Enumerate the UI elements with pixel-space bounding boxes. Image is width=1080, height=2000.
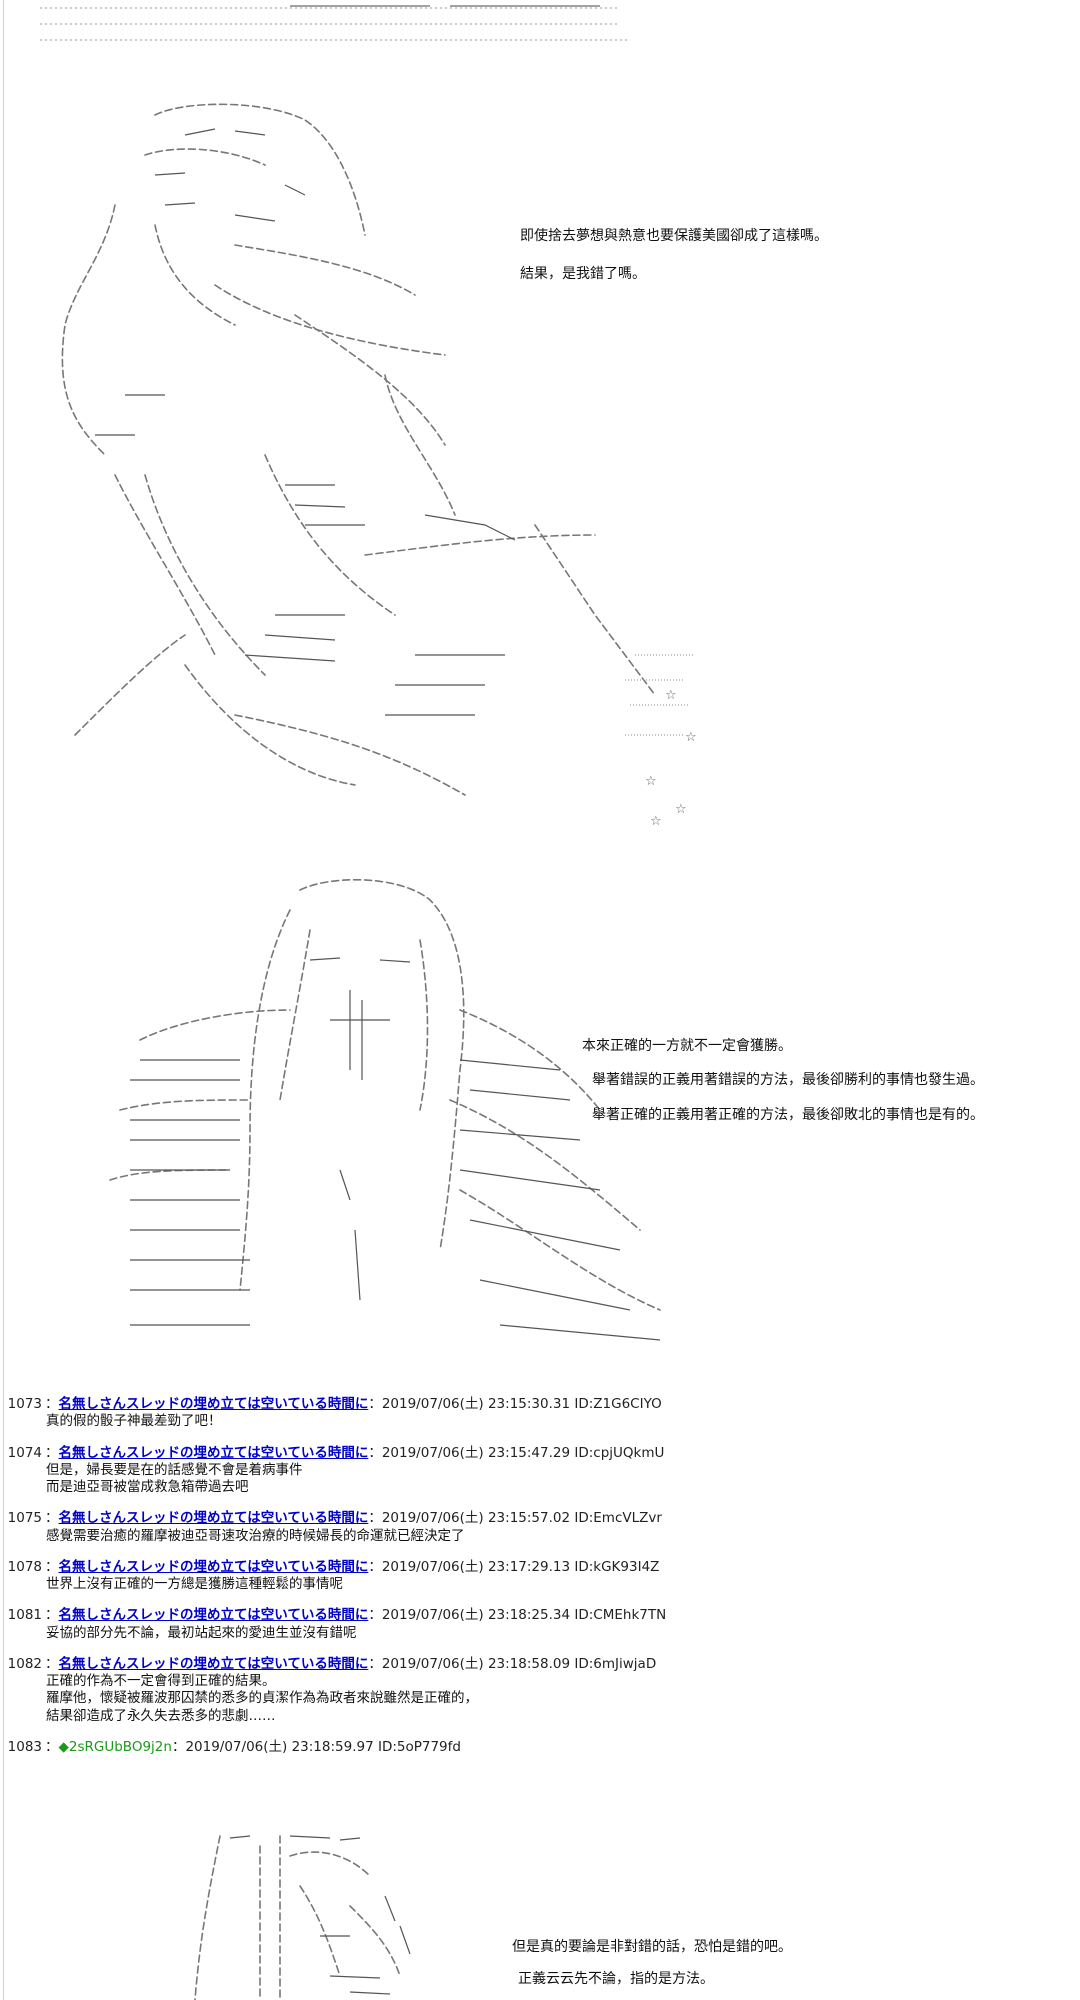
post-1073: 1073：名無しさんスレッドの埋め立ては空いている時間に：2019/07/06(… xyxy=(0,1396,1080,1431)
post-body: 但是，婦長要是在的話感覺不會是着病事件 而是迪亞哥被當成救急箱帶過去吧 xyxy=(46,1461,303,1496)
left-border xyxy=(3,0,4,2000)
post-colon: ： xyxy=(368,1607,382,1624)
post-header: 1083：◆2sRGUbBO9j2n：2019/07/06(土) 23:18:5… xyxy=(0,1739,1080,1756)
post-header: 1075：名無しさんスレッドの埋め立ては空いている時間に：2019/07/06(… xyxy=(0,1510,1080,1527)
post-header: 1081：名無しさんスレッドの埋め立ては空いている時間に：2019/07/06(… xyxy=(0,1607,1080,1624)
ascii-art-figure-at-doorway xyxy=(194,1835,411,2000)
post-body: 感覺需要治癒的羅摩被迪亞哥速攻治療的時候婦長的命運就已經決定了 xyxy=(46,1527,465,1544)
post-number-separator: ： xyxy=(45,1510,59,1527)
post-1082: 1082：名無しさんスレッドの埋め立ては空いている時間に：2019/07/06(… xyxy=(0,1656,1080,1725)
svg-text:☆: ☆ xyxy=(650,814,662,825)
post-date-id: 2019/07/06(土) 23:18:59.97 ID:5oP779fd xyxy=(185,1738,461,1755)
post-number[interactable]: 1075 xyxy=(7,1510,42,1527)
poster-trip-code: ◆2sRGUbBO9j2n xyxy=(58,1738,172,1755)
post-number[interactable]: 1078 xyxy=(7,1558,42,1575)
post-1083: 1083：◆2sRGUbBO9j2n：2019/07/06(土) 23:18:5… xyxy=(0,1739,1080,1756)
ascii-art-long-haired-figure xyxy=(109,878,661,1341)
post-date-id: 2019/07/06(土) 23:18:25.34 ID:CMEhk7TN xyxy=(381,1607,667,1624)
thread-post-list: 1073：名無しさんスレッドの埋め立ては空いている時間に：2019/07/06(… xyxy=(0,1396,1080,1770)
post-header: 1074：名無しさんスレッドの埋め立ては空いている時間に：2019/07/06(… xyxy=(0,1445,1080,1462)
poster-name-link[interactable]: 名無しさんスレッドの埋め立ては空いている時間に xyxy=(58,1444,369,1461)
post-number[interactable]: 1083 xyxy=(7,1738,42,1755)
panel-3-dialog: 但是真的要論是非對錯的話，恐怕是錯的吧。正義云云先不論，指的是方法。 xyxy=(512,1936,792,1991)
post-date-id: 2019/07/06(土) 23:15:47.29 ID:cpjUQkmU xyxy=(381,1444,665,1461)
post-1078: 1078：名無しさんスレッドの埋め立ては空いている時間に：2019/07/06(… xyxy=(0,1559,1080,1594)
poster-name-link[interactable]: 名無しさんスレッドの埋め立ては空いている時間に xyxy=(58,1655,369,1672)
post-header: 1078：名無しさんスレッドの埋め立ては空いている時間に：2019/07/06(… xyxy=(0,1559,1080,1576)
svg-text:☆: ☆ xyxy=(685,730,697,745)
post-body: 世界上沒有正確的一方總是獲勝這種輕鬆的事情呢 xyxy=(46,1576,343,1593)
post-number-separator: ： xyxy=(45,1607,59,1624)
post-colon: ： xyxy=(368,1444,382,1461)
dialog-line: 舉著正確的正義用著正確的方法，最後卻敗北的事情也是有的。 xyxy=(592,1106,984,1123)
dialog-line: 但是真的要論是非對錯的話，恐怕是錯的吧。 xyxy=(512,1939,792,1955)
post-header: 1082：名無しさんスレッドの埋め立ては空いている時間に：2019/07/06(… xyxy=(0,1656,1080,1673)
post-header: 1073：名無しさんスレッドの埋め立ては空いている時間に：2019/07/06(… xyxy=(0,1396,1080,1413)
post-date-id: 2019/07/06(土) 23:15:57.02 ID:EmcVLZvr xyxy=(381,1510,662,1527)
post-number-separator: ： xyxy=(45,1444,59,1461)
poster-name-link[interactable]: 名無しさんスレッドの埋め立ては空いている時間に xyxy=(58,1396,369,1412)
post-body: 妥協的部分先不論，最初站起來的愛迪生並沒有錯呢 xyxy=(46,1624,357,1641)
post-colon: ： xyxy=(171,1738,186,1755)
svg-text:☆: ☆ xyxy=(665,688,677,703)
post-number-separator: ： xyxy=(45,1558,59,1575)
dialog-line: 舉著錯誤的正義用著錯誤的方法，最後卻勝利的事情也發生過。 xyxy=(592,1072,984,1089)
panel-1-dialog: 即使捨去夢想與熱意也要保護美國卻成了這樣嗎。結果，是我錯了嗎。 xyxy=(520,225,828,286)
poster-name-link[interactable]: 名無しさんスレッドの埋め立ては空いている時間に xyxy=(58,1510,369,1527)
header-art-dots xyxy=(40,5,630,41)
post-body: 正確的作為不一定會得到正確的結果。 羅摩他，懷疑被羅波那囚禁的悉多的貞潔作為為政… xyxy=(46,1673,478,1724)
post-number-separator: ： xyxy=(45,1738,59,1755)
post-number[interactable]: 1073 xyxy=(7,1396,42,1412)
svg-text:☆: ☆ xyxy=(645,774,657,789)
post-number[interactable]: 1074 xyxy=(7,1444,42,1461)
svg-text:☆: ☆ xyxy=(675,802,687,817)
dialog-line: 正義云云先不論，指的是方法。 xyxy=(518,1971,714,1988)
post-date-id: 2019/07/06(土) 23:17:29.13 ID:kGK93I4Z xyxy=(381,1558,660,1575)
post-number-separator: ： xyxy=(45,1396,59,1412)
post-date-id: 2019/07/06(土) 23:18:58.09 ID:6mJiwjaD xyxy=(381,1655,657,1672)
post-colon: ： xyxy=(368,1396,382,1412)
poster-name-link[interactable]: 名無しさんスレッドの埋め立ては空いている時間に xyxy=(58,1558,369,1575)
post-date-id: 2019/07/06(土) 23:15:30.31 ID:Z1G6CIYO xyxy=(381,1396,662,1412)
dialog-line: 即使捨去夢想與熱意也要保護美國卻成了這樣嗎。 xyxy=(520,228,828,244)
ascii-art-gripping-figure: ☆ ☆ ☆ ☆ ☆ xyxy=(61,103,697,825)
post-body: 真的假的骰子神最差勁了吧！ xyxy=(46,1413,222,1430)
dialog-line: 結果，是我錯了嗎。 xyxy=(520,266,646,283)
post-number[interactable]: 1082 xyxy=(7,1655,42,1672)
post-colon: ： xyxy=(368,1510,382,1527)
panel-2-dialog: 本來正確的一方就不一定會獲勝。舉著錯誤的正義用著錯誤的方法，最後卻勝利的事情也發… xyxy=(582,1035,984,1126)
post-number[interactable]: 1081 xyxy=(7,1607,42,1624)
post-colon: ： xyxy=(368,1558,382,1575)
post-colon: ： xyxy=(368,1655,382,1672)
post-1081: 1081：名無しさんスレッドの埋め立ては空いている時間に：2019/07/06(… xyxy=(0,1607,1080,1642)
post-1075: 1075：名無しさんスレッドの埋め立ては空いている時間に：2019/07/06(… xyxy=(0,1510,1080,1545)
poster-name-link[interactable]: 名無しさんスレッドの埋め立ては空いている時間に xyxy=(58,1607,369,1624)
post-1074: 1074：名無しさんスレッドの埋め立ては空いている時間に：2019/07/06(… xyxy=(0,1445,1080,1497)
post-number-separator: ： xyxy=(45,1655,59,1672)
dialog-line: 本來正確的一方就不一定會獲勝。 xyxy=(582,1038,792,1054)
